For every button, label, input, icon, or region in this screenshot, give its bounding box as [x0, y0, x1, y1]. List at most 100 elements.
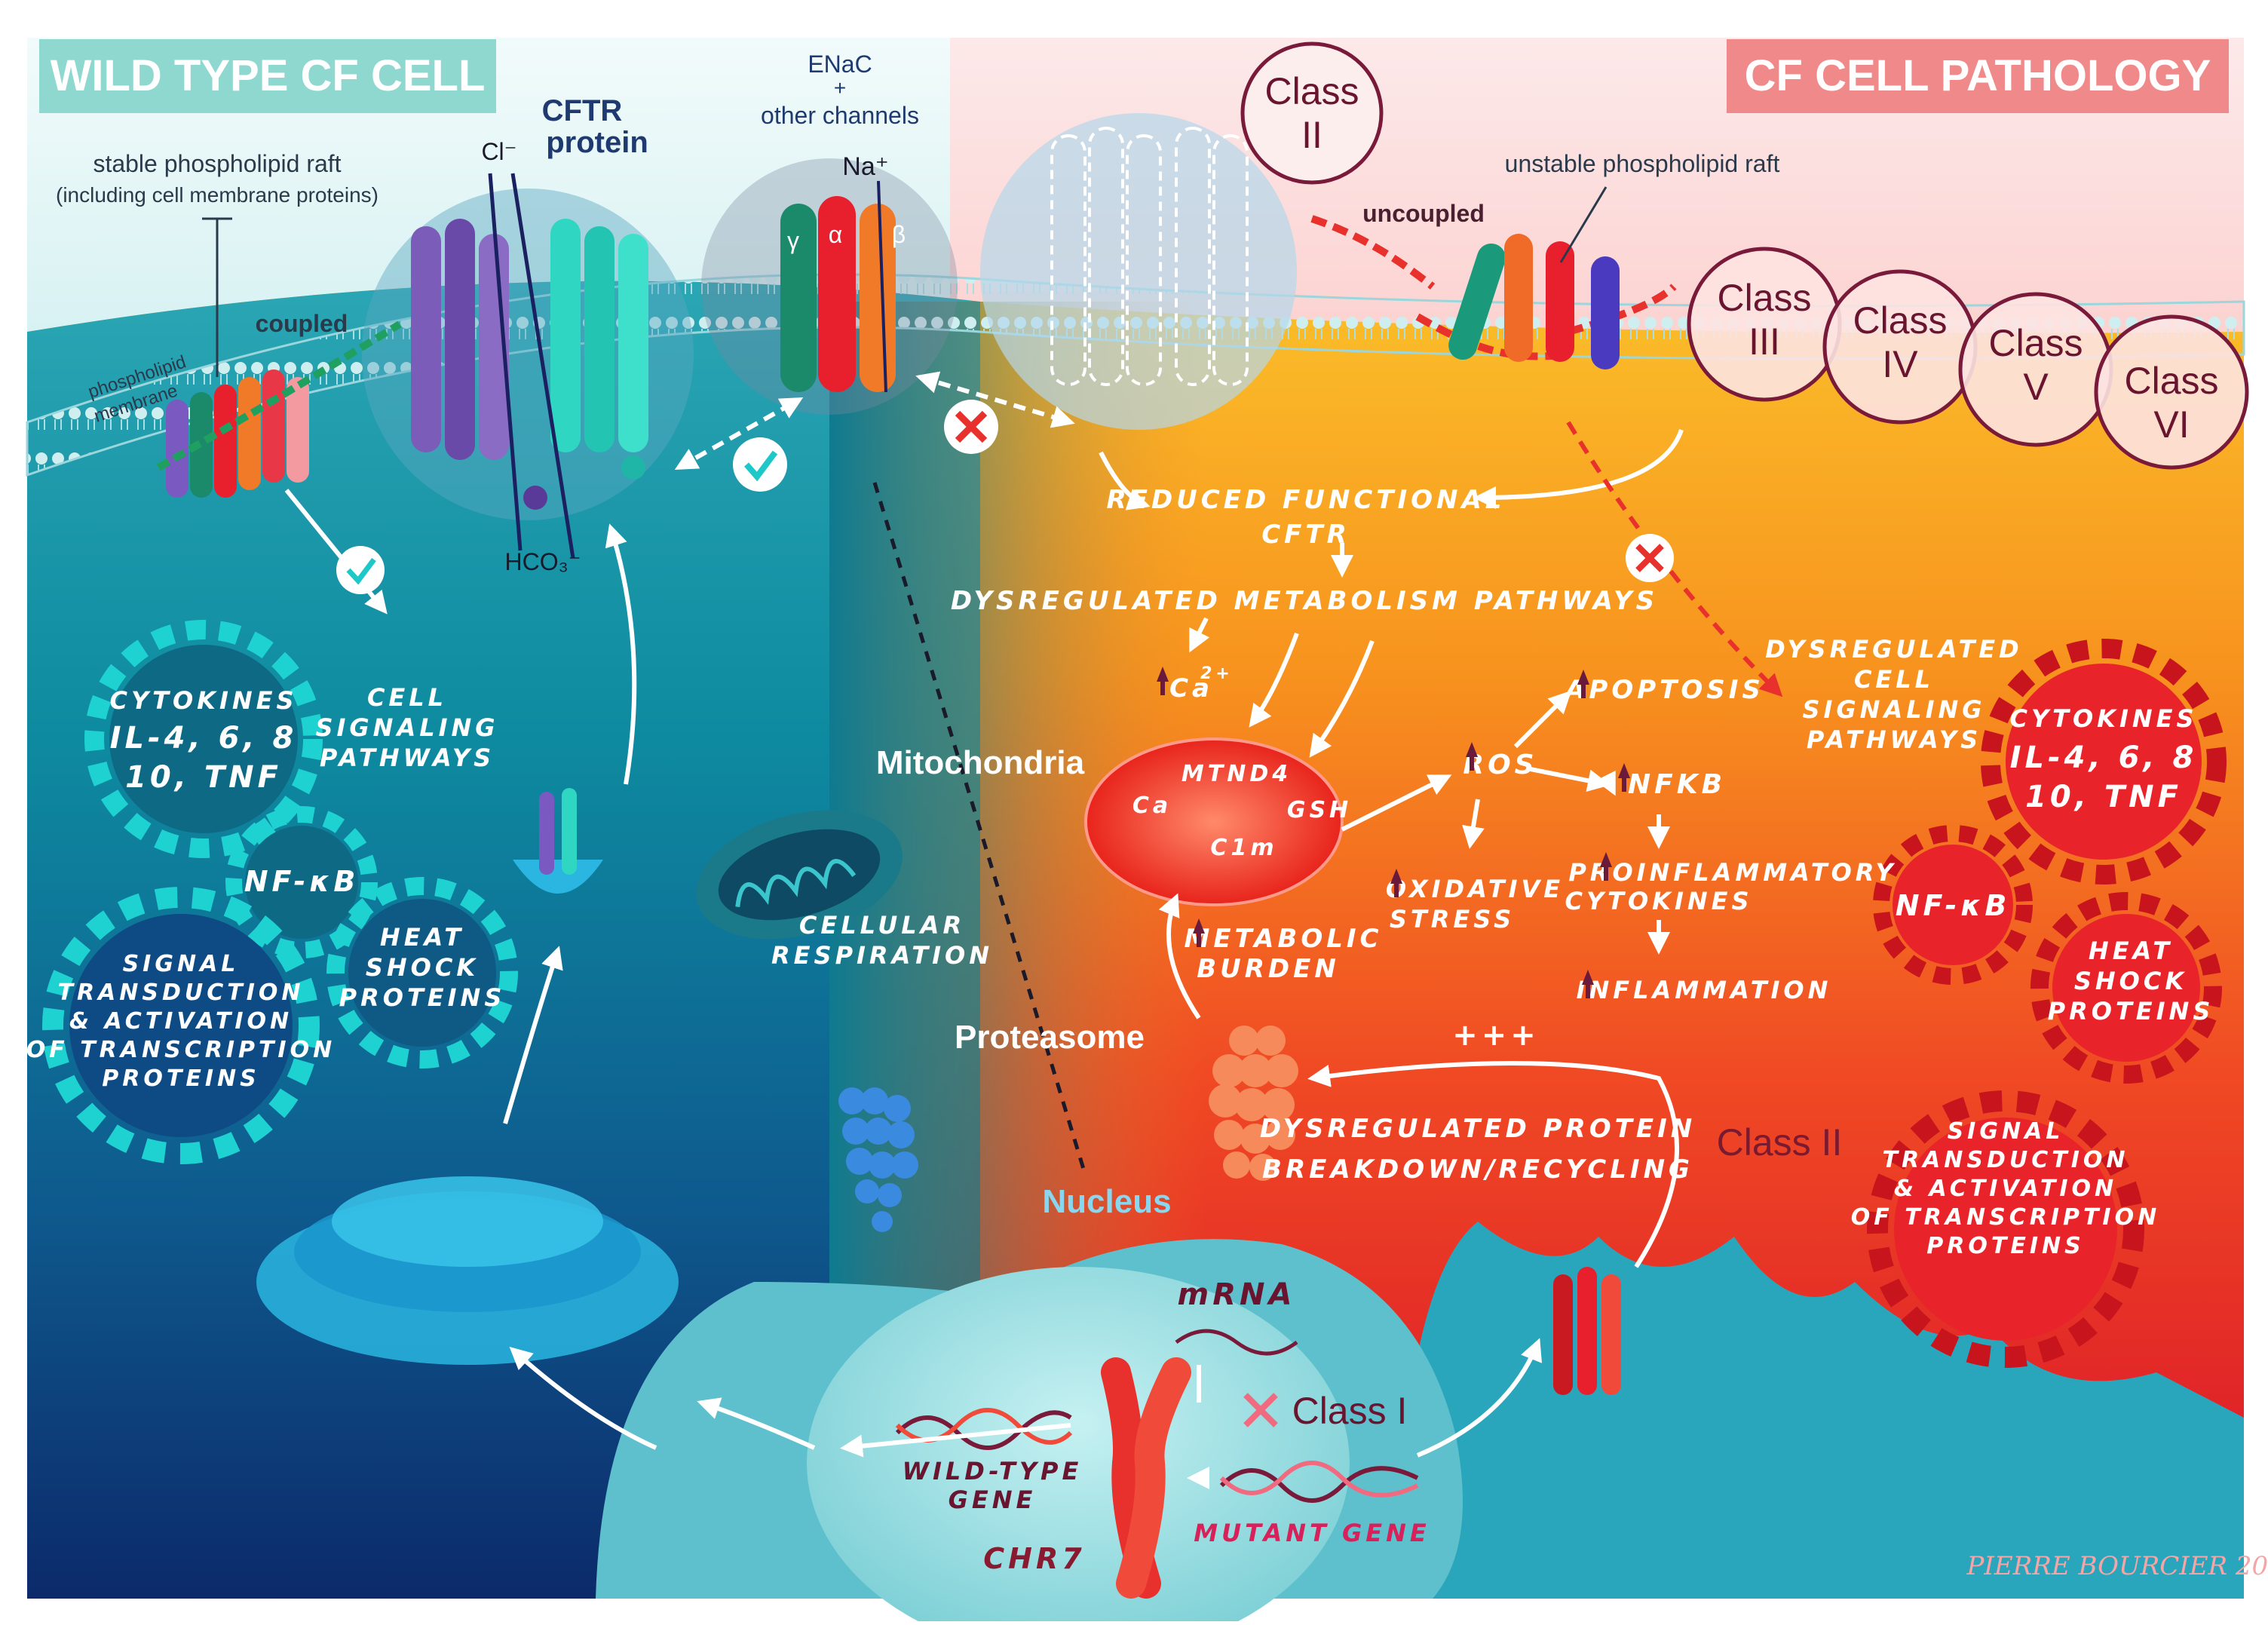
class-iii-numeral: III: [1749, 320, 1780, 363]
cytokines-left-line2: IL-4, 6, 8: [110, 721, 298, 756]
vesicle: [513, 788, 603, 894]
nucleus: [596, 1239, 1463, 1625]
gear-signal-right: [1867, 1090, 2144, 1368]
nfkb-right: NF-κB: [1896, 889, 2011, 922]
signal-right-line1: SIGNAL: [1948, 1118, 2064, 1145]
stable-raft-label: stable phospholipid raft: [93, 150, 341, 177]
enac-channel: [780, 180, 896, 393]
dashed-arrows: [674, 371, 1075, 470]
coupled-label: coupled: [256, 310, 348, 337]
dysreg-signaling-line2: CELL: [1854, 665, 1934, 694]
signal-left-line1: SIGNAL: [123, 951, 240, 977]
nfkb-pathology-label: NFKB: [1628, 769, 1726, 800]
signal-left-line3: & ACTIVATION: [69, 1008, 293, 1035]
metabolic-line1: METABOLIC: [1184, 924, 1382, 954]
class-v-numeral: V: [2023, 366, 2049, 408]
check-icon-membrane: [336, 546, 385, 594]
proinflammatory-line2: CYTOKINES: [1565, 887, 1752, 915]
dysreg-signaling-line4: PATHWAYS: [1807, 725, 1981, 754]
cell-signaling-line3: PATHWAYS: [320, 744, 495, 772]
bicarbonate-label: HCO₃⁻: [504, 548, 581, 575]
gamma-label: γ: [787, 227, 799, 254]
signal-right-line2: TRANSDUCTION: [1882, 1147, 2129, 1173]
cell-signaling-line1: CELL: [367, 683, 447, 712]
class-ii-top-label: Class: [1264, 70, 1359, 112]
gear-heat-left: [326, 877, 518, 1069]
gear-heat-right: [2030, 892, 2222, 1084]
red-dashed-arrow: [1566, 421, 1783, 698]
mitochondria-label: Mitochondria: [876, 744, 1085, 781]
cross-icon-signaling: [1626, 534, 1674, 582]
mito-calcium-label: Ca: [1132, 793, 1172, 819]
c1m-label: C1m: [1210, 835, 1277, 861]
proteasome-right: [1209, 1026, 1298, 1181]
heat-right-line2: SHOCK: [2074, 967, 2187, 995]
dna-mutant: [1219, 1461, 1419, 1503]
chromosome-7: [1101, 1357, 1191, 1599]
cellular-respiration-line1: CELLULAR: [799, 911, 965, 940]
proteasome-label: Proteasome: [955, 1019, 1145, 1056]
golgi-left: [256, 1176, 679, 1365]
stable-raft: [156, 320, 402, 498]
cftr-protein: [411, 173, 648, 559]
heat-left-line2: SHOCK: [366, 953, 479, 982]
cytokines-right-line1: CYTOKINES: [2009, 704, 2197, 733]
proinflammatory-line1: PROINFLAMMATORY: [1568, 858, 1896, 887]
chloride-label: Cl⁻: [481, 138, 516, 165]
breakdown-line1: DYSREGULATED PROTEIN: [1260, 1114, 1696, 1144]
mrna-strand: [1175, 1329, 1298, 1356]
oxidative-line1: OXIDATIVE: [1386, 875, 1564, 903]
flow-arrows: [284, 429, 1684, 1489]
cftr-title: CFTR: [542, 94, 623, 127]
ghost-cftr: [1050, 127, 1249, 386]
wild-type-gene-line1: WILD-TYPE: [903, 1457, 1083, 1485]
class-iii-vi-circles: [1687, 247, 2249, 470]
class-i-label: Class I: [1292, 1390, 1408, 1432]
title-right-banner: [1727, 39, 2229, 113]
check-icon-enac: [733, 437, 787, 492]
gsh-label: GSH: [1287, 797, 1352, 823]
class-v-label: Class: [1988, 322, 2083, 364]
trend-arrows: [1157, 667, 1630, 998]
heat-left-line3: PROTEINS: [339, 983, 506, 1012]
unstable-raft-label: unstable phospholipid raft: [1505, 150, 1780, 177]
broken-raft: [1310, 215, 1677, 369]
dysreg-signaling-line3: SIGNALING: [1802, 695, 1985, 724]
mtnd4-label: MTND4: [1182, 761, 1292, 787]
signal-right-line3: & ACTIVATION: [1894, 1176, 2117, 1202]
mitochondrion-right: [1084, 737, 1344, 906]
mrna-label: mRNA: [1178, 1277, 1296, 1312]
chr7-label: CHR7: [983, 1542, 1085, 1575]
dysregulated-metabolism-label: DYSREGULATED METABOLISM PATHWAYS: [951, 586, 1658, 616]
heat-left-line1: HEAT: [380, 923, 464, 952]
mutant-gene-label: MUTANT GENE: [1194, 1519, 1430, 1547]
proteasome-left: [838, 1087, 918, 1232]
signal-left-line2: TRANSDUCTION: [57, 980, 304, 1006]
gear-nfkb-left: [225, 806, 378, 958]
reduced-functional-cftr-line1: REDUCED FUNCTIONAL: [1107, 485, 1506, 515]
cytokines-right-line2: IL-4, 6, 8: [2010, 740, 2198, 775]
cell-signaling-line2: SIGNALING: [315, 713, 498, 742]
alpha-label: α: [829, 221, 843, 248]
wild-type-gene-line2: GENE: [949, 1485, 1037, 1514]
gear-cytokines-left: [84, 620, 323, 858]
cross-icon-class-i: [1243, 1393, 1278, 1427]
enac-plus: +: [834, 76, 846, 100]
title-left: WILD TYPE CF CELL: [51, 51, 486, 100]
breakdown-line2: BREAKDOWN/RECYCLING: [1262, 1154, 1693, 1185]
class-iv-label: Class: [1853, 299, 1947, 342]
class-vi-label: Class: [2124, 360, 2218, 402]
signal-right-line5: PROTEINS: [1926, 1233, 2084, 1259]
nucleus-label: Nucleus: [1042, 1183, 1171, 1220]
nfkb-left: NF-κB: [244, 865, 360, 898]
cytokines-left-line1: CYTOKINES: [109, 686, 297, 715]
class-ii-circle: [1240, 41, 1384, 185]
gear-nfkb-right: [1873, 825, 2033, 985]
cftr-subtitle: protein: [546, 126, 648, 159]
sodium-label: Na⁺: [842, 152, 888, 181]
cytokines-right-line3: 10, TNF: [2025, 780, 2182, 814]
title-right: CF CELL PATHOLOGY: [1745, 51, 2211, 100]
apoptosis-label: APOPTOSIS: [1563, 675, 1764, 705]
